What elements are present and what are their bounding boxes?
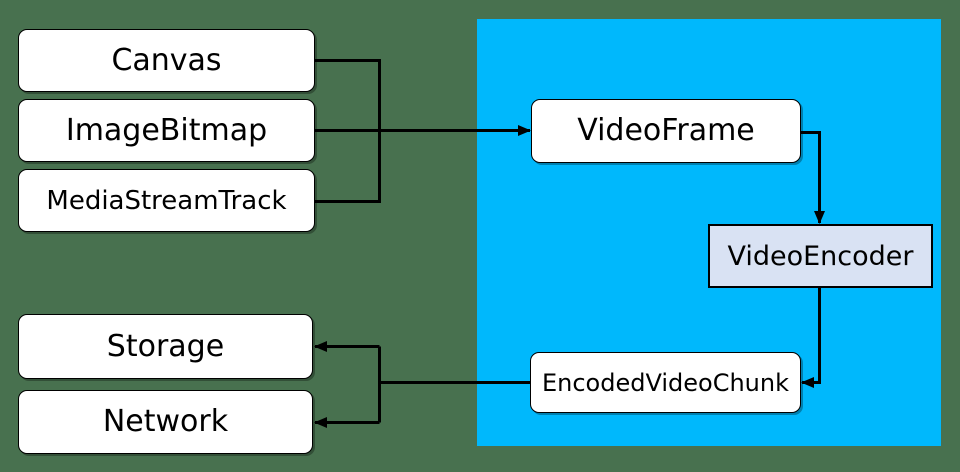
node-media-stream-track: MediaStreamTrack [18, 169, 315, 232]
node-video-encoder: VideoEncoder [708, 224, 933, 288]
node-video-frame: VideoFrame [531, 99, 801, 163]
node-network: Network [18, 390, 313, 454]
node-encoded-video-chunk: EncodedVideoChunk [530, 352, 801, 413]
node-storage: Storage [18, 314, 313, 379]
connector-sources-merge-bracket [315, 59, 381, 203]
node-canvas: Canvas [18, 29, 315, 92]
node-image-bitmap: ImageBitmap [18, 99, 315, 162]
